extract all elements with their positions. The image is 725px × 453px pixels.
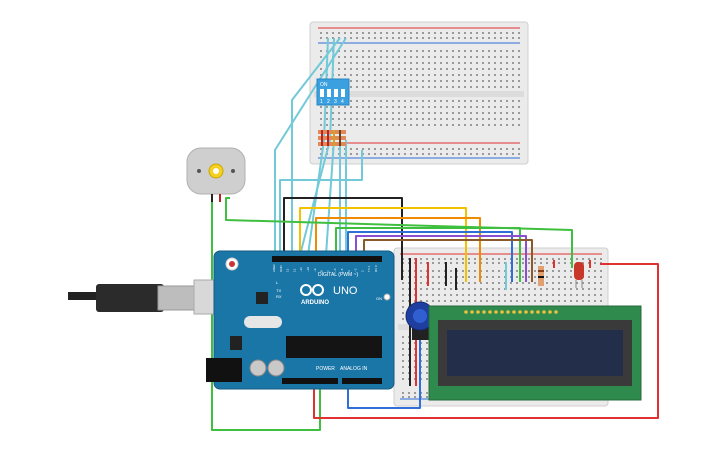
digital-pin-label: ~6 — [333, 268, 337, 272]
led-icon[interactable] — [574, 262, 584, 288]
lcd-screen — [447, 330, 623, 376]
wire-cyan-2[interactable] — [291, 37, 341, 255]
wire-blue-lcd[interactable] — [347, 231, 513, 282]
digital-pin-label: AREF — [272, 264, 276, 272]
potentiometer-icon[interactable] — [405, 301, 435, 340]
wire-red[interactable] — [313, 263, 659, 419]
dip-toggle-1[interactable] — [320, 89, 324, 97]
dc-motor-icon[interactable] — [186, 147, 246, 202]
atmega-chip — [286, 336, 382, 358]
power-label: POWER — [316, 366, 335, 372]
rx-label: RX — [276, 294, 282, 299]
digital-pin-label: RX 0 — [374, 265, 378, 272]
digital-pin-label: 4 — [347, 270, 351, 272]
dip-number-4: 4 — [341, 99, 344, 105]
arduino-model-text: UNO — [333, 285, 358, 297]
dip-number-1: 1 — [320, 99, 323, 105]
digital-pin-label: TX 1 — [367, 265, 371, 272]
l-led-label: L — [276, 280, 279, 285]
crystal — [244, 316, 282, 328]
digital-pin-label: ~10 — [306, 267, 310, 272]
arduino-uno-board[interactable]: ARDUINO UNO DIGITAL (PWM ~) ANALOG IN PO… — [206, 250, 395, 390]
digital-label: DIGITAL (PWM ~) — [318, 272, 358, 278]
dip-number-3: 3 — [334, 99, 337, 105]
wire-cyan-5[interactable] — [279, 150, 363, 255]
digital-pin-label: 7 — [326, 270, 330, 272]
dip-toggle-3[interactable] — [334, 89, 338, 97]
lcd-pins — [464, 310, 558, 314]
on-led-label: ON — [376, 296, 382, 301]
top-resistors — [318, 130, 346, 146]
wire-green-lcd[interactable] — [335, 227, 521, 282]
power-jack — [206, 358, 242, 382]
digital-pin-label: 12 — [292, 268, 296, 272]
digital-pin-label: ~9 — [313, 268, 317, 272]
arduino-brand-text: ARDUINO — [301, 300, 329, 306]
digital-pin-label: ~5 — [340, 268, 344, 272]
lcd-display[interactable] — [428, 305, 642, 401]
wire-blue-bottom[interactable] — [347, 340, 421, 409]
resistor-icon — [538, 266, 544, 286]
digital-pin-label: 2 — [360, 270, 364, 272]
tx-label: TX — [276, 288, 281, 293]
dip-number-2: 2 — [327, 99, 330, 105]
digital-pin-label: GND — [279, 265, 283, 273]
wire-orange[interactable] — [315, 217, 481, 282]
digital-pin-label: 8 — [320, 270, 324, 272]
digital-pin-label: ~3 — [354, 268, 358, 272]
digital-pin-label: 13 — [286, 268, 290, 272]
dip-on-label: ON — [320, 82, 328, 88]
wire-yellow[interactable] — [299, 207, 467, 282]
wire-green-top[interactable] — [225, 197, 573, 268]
wire-cyan-1[interactable] — [274, 37, 347, 255]
dip-toggle-4[interactable] — [341, 89, 345, 97]
dip-toggle-2[interactable] — [327, 89, 331, 97]
wire-brown-lcd[interactable] — [363, 239, 533, 282]
analog-label: ANALOG IN — [340, 366, 368, 372]
digital-pin-label: ~11 — [299, 267, 303, 272]
wire-green-bottom[interactable] — [211, 200, 321, 431]
wire-purple-lcd[interactable] — [355, 235, 527, 282]
